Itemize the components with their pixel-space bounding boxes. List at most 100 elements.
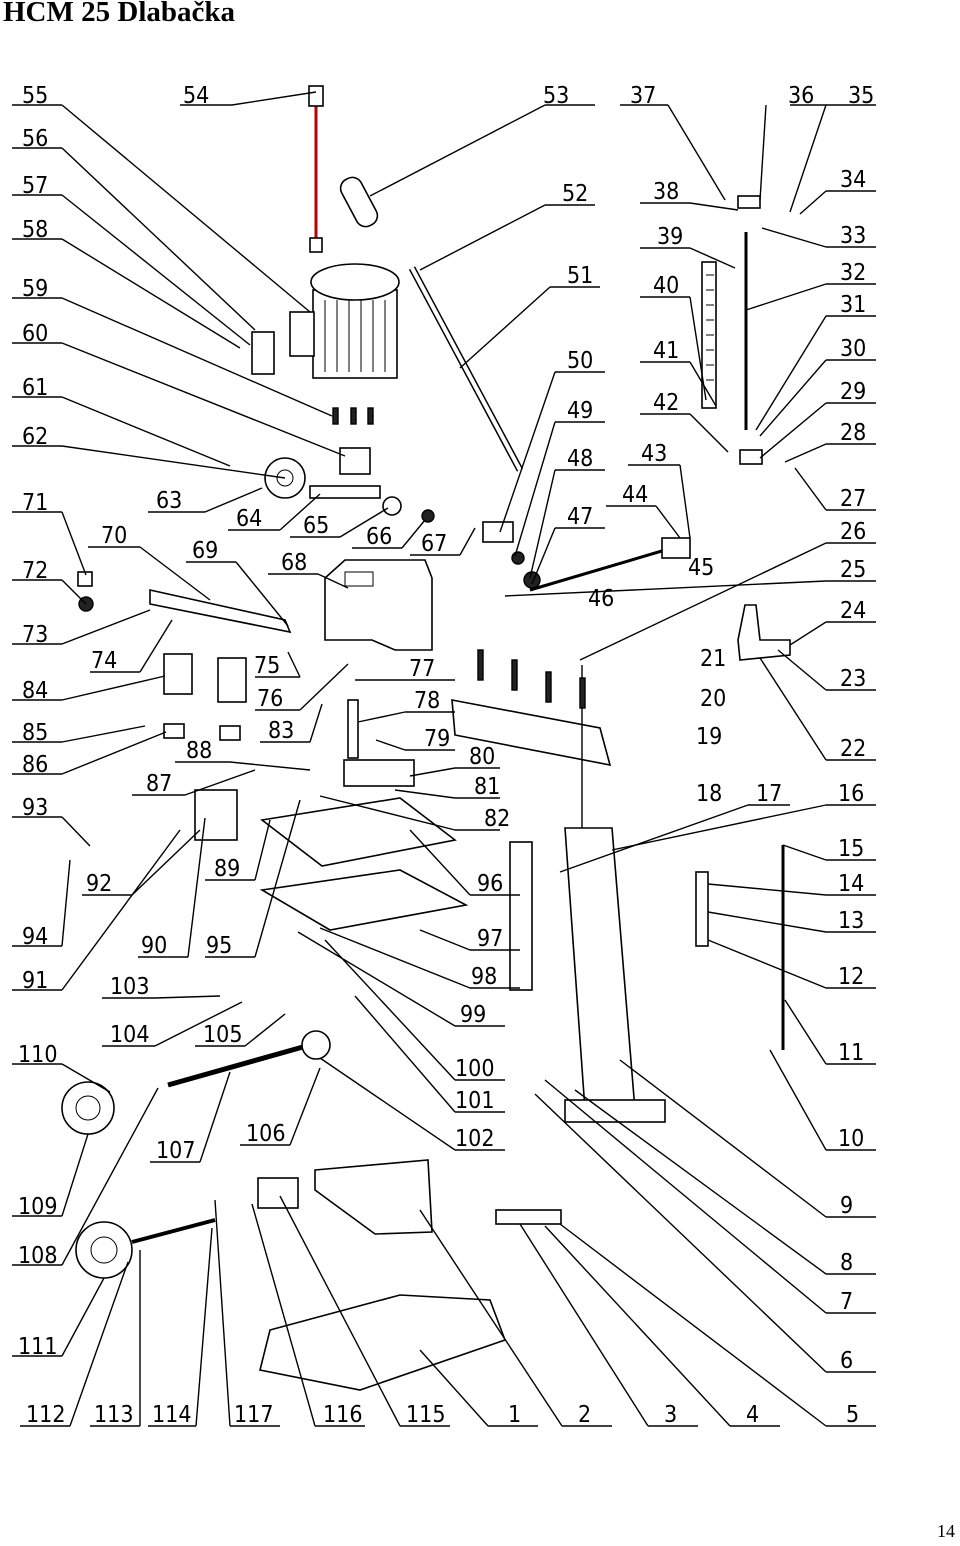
callout-68: 68 <box>281 550 307 576</box>
callout-46: 46 <box>588 586 614 612</box>
chuck-adapter <box>339 447 371 475</box>
callout-8: 8 <box>840 1250 853 1276</box>
callout-98: 98 <box>471 964 497 990</box>
callout-83: 83 <box>268 718 294 744</box>
callout-1: 1 <box>508 1402 521 1428</box>
callout-50: 50 <box>567 348 593 374</box>
callout-88: 88 <box>186 738 212 764</box>
callout-81: 81 <box>474 774 500 800</box>
callout-90: 90 <box>141 933 167 959</box>
callout-52: 52 <box>562 181 588 207</box>
lever-hub <box>482 521 514 543</box>
clamp-plate-2 <box>217 657 247 703</box>
callout-116: 116 <box>323 1402 363 1428</box>
hand-wheel-lower <box>75 1221 133 1279</box>
callout-29: 29 <box>840 379 866 405</box>
callout-59: 59 <box>22 276 48 302</box>
cable-gland <box>309 237 323 253</box>
callout-93: 93 <box>22 795 48 821</box>
motor-bracket <box>289 311 315 357</box>
rod-clamp <box>661 537 691 559</box>
callout-53: 53 <box>543 83 569 109</box>
callout-20: 20 <box>700 686 726 712</box>
column <box>564 827 636 1111</box>
callout-58: 58 <box>22 217 48 243</box>
callout-66: 66 <box>366 524 392 550</box>
depth-stop-knob <box>737 195 761 209</box>
callout-3: 3 <box>664 1402 677 1428</box>
callout-79: 79 <box>424 726 450 752</box>
chisel-stem <box>347 699 359 759</box>
callout-28: 28 <box>840 420 866 446</box>
callout-23: 23 <box>840 666 866 692</box>
callout-70: 70 <box>101 523 127 549</box>
callout-96: 96 <box>477 871 503 897</box>
callout-37: 37 <box>630 83 656 109</box>
callout-15: 15 <box>838 836 864 862</box>
callout-85: 85 <box>22 720 48 746</box>
callout-2: 2 <box>578 1402 591 1428</box>
callout-62: 62 <box>22 424 48 450</box>
hold-down-bar <box>149 589 292 634</box>
callout-61: 61 <box>22 375 48 401</box>
callout-71: 71 <box>22 490 48 516</box>
callout-114: 114 <box>152 1402 192 1428</box>
callout-36: 36 <box>788 83 814 109</box>
callout-106: 106 <box>246 1121 286 1147</box>
callout-67: 67 <box>421 531 447 557</box>
machine-parts-drawing <box>61 85 791 1391</box>
callout-91: 91 <box>22 968 48 994</box>
callout-22: 22 <box>840 736 866 762</box>
callout-87: 87 <box>146 771 172 797</box>
callout-103: 103 <box>110 974 150 1000</box>
callout-100: 100 <box>455 1056 495 1082</box>
callout-34: 34 <box>840 167 866 193</box>
callout-57: 57 <box>22 173 48 199</box>
plug <box>308 85 324 107</box>
callout-111: 111 <box>18 1334 58 1360</box>
callout-84: 84 <box>22 678 48 704</box>
callout-54: 54 <box>183 83 209 109</box>
callout-72: 72 <box>22 558 48 584</box>
callout-75: 75 <box>254 653 280 679</box>
callout-60: 60 <box>22 321 48 347</box>
callout-35: 35 <box>848 83 874 109</box>
callout-89: 89 <box>214 856 240 882</box>
callout-43: 43 <box>641 441 667 467</box>
callout-86: 86 <box>22 752 48 778</box>
callout-31: 31 <box>840 292 866 318</box>
work-table <box>260 797 457 867</box>
callout-21: 21 <box>700 646 726 672</box>
callout-63: 63 <box>156 488 182 514</box>
callout-107: 107 <box>156 1138 196 1164</box>
pinion-shaft <box>309 485 381 499</box>
callout-16: 16 <box>838 781 864 807</box>
callout-82: 82 <box>484 806 510 832</box>
callout-24: 24 <box>840 598 866 624</box>
callout-49: 49 <box>567 398 593 424</box>
callout-104: 104 <box>110 1022 150 1048</box>
callout-94: 94 <box>22 924 48 950</box>
clamp-plate <box>163 653 193 695</box>
callout-25: 25 <box>840 557 866 583</box>
callout-95: 95 <box>206 933 232 959</box>
callout-109: 109 <box>18 1194 58 1220</box>
callout-27: 27 <box>840 486 866 512</box>
gib-strip <box>495 1209 562 1225</box>
feed-gear <box>301 1030 331 1060</box>
callout-99: 99 <box>460 1002 486 1028</box>
lever-handle <box>339 176 379 228</box>
page-number: 14 <box>937 1521 955 1541</box>
chisel-bracket <box>343 759 415 787</box>
carriage <box>314 1159 433 1235</box>
callout-41: 41 <box>653 338 679 364</box>
callout-6: 6 <box>840 1348 853 1374</box>
callout-55: 55 <box>22 83 48 109</box>
callout-80: 80 <box>469 744 495 770</box>
callout-33: 33 <box>840 223 866 249</box>
callout-30: 30 <box>840 336 866 362</box>
callout-14: 14 <box>838 871 864 897</box>
callout-38: 38 <box>653 179 679 205</box>
callout-leader-lines <box>12 91 876 1427</box>
callout-18: 18 <box>696 781 722 807</box>
